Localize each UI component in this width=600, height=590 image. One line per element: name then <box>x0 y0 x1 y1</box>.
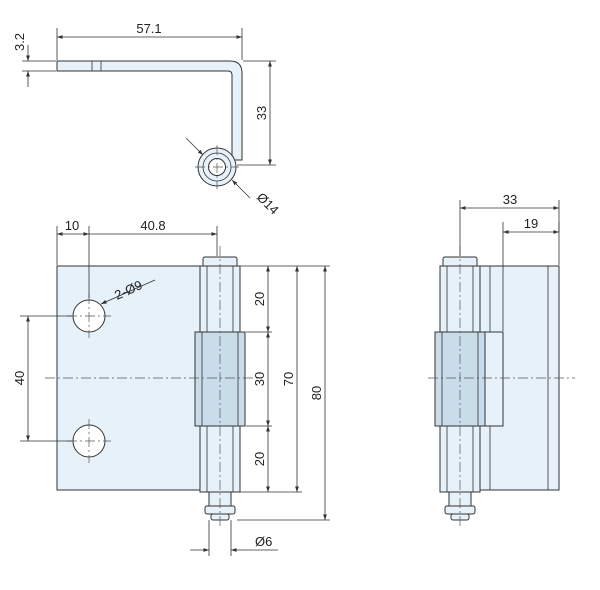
top-view-leaf <box>56 60 243 161</box>
dim-knuckles-total: 70 <box>281 372 296 386</box>
side-view: 33 19 <box>428 192 575 528</box>
dim-side-leaf-width: 19 <box>524 216 538 231</box>
dim-top-width: 57.1 <box>136 21 161 36</box>
dim-knuckle-diameter: Ø14 <box>254 190 282 218</box>
dim-pin-offset: 40.8 <box>140 218 165 233</box>
dim-side-overall-width: 33 <box>503 192 517 207</box>
dim-lower-knuckle: 20 <box>252 452 267 466</box>
front-view: 10 40.8 2-Ø9 40 20 30 20 70 80 Ø <box>12 218 330 556</box>
top-view: 57.1 3.2 33 Ø14 <box>12 21 282 218</box>
dim-upper-knuckle: 20 <box>252 292 267 306</box>
dim-hole-offset: 10 <box>65 218 79 233</box>
dim-top-thickness: 3.2 <box>12 33 27 51</box>
dim-hole-pitch: 40 <box>12 371 27 385</box>
dim-top-height: 33 <box>254 106 269 120</box>
dim-pin-diameter: Ø6 <box>255 534 272 549</box>
dim-middle-knuckle: 30 <box>252 372 267 386</box>
dim-overall: 80 <box>309 386 324 400</box>
